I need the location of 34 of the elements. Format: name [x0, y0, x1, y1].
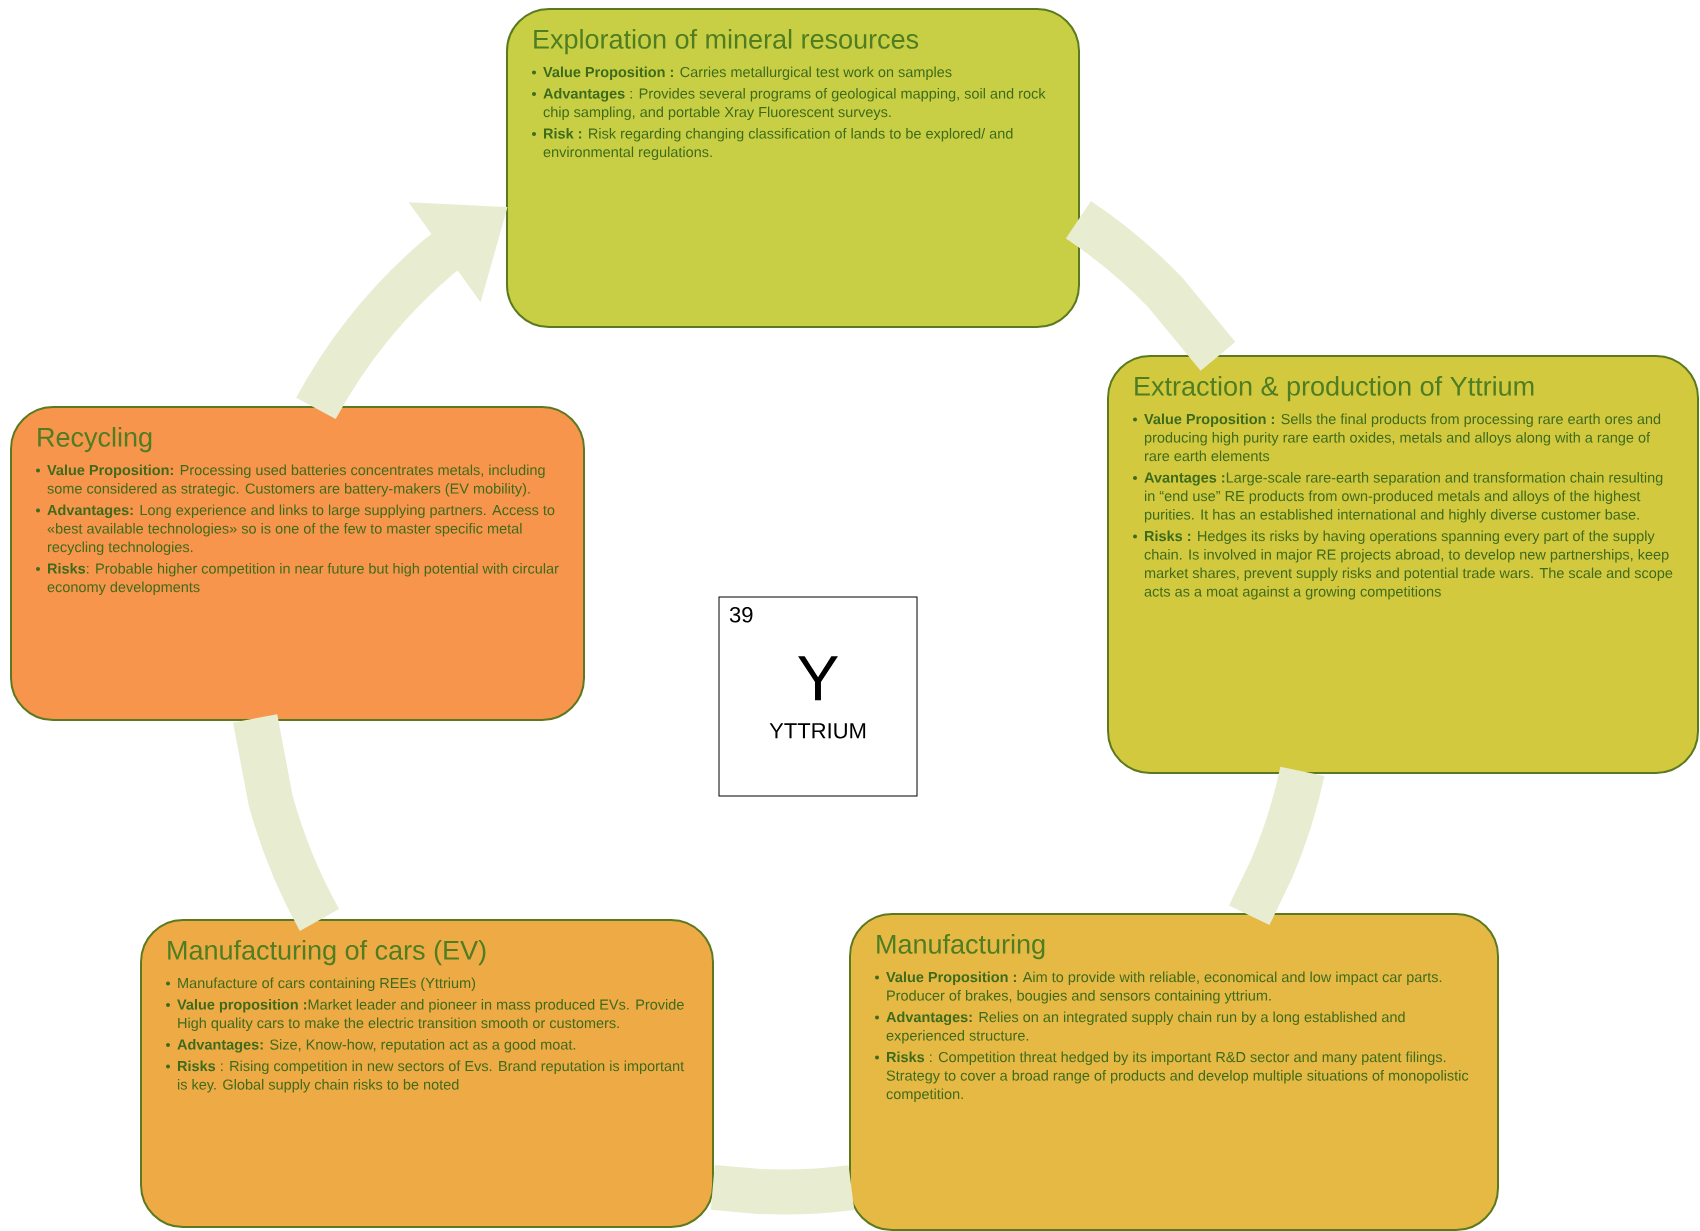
bullet-item: Value Proposition: Processing used batteries concentrates metals, including some considered as strategic. Customers are battery-makers (EV mobility). [36, 464, 545, 497]
bullet-item: Advantages : Provides several programs of geological mapping, soil and rock chip sampling, and portable Xray Fluorescent surveys. [532, 88, 1046, 121]
cycle-band [1228, 766, 1325, 925]
cycle-band [233, 714, 340, 931]
bullet-item: Risks : Hedges its risks by having operations spanning every part of the supply chain. Is involved in major RE projects abroad, to develop new partnerships, keep market shares, prevent supply risks and potential trade wars. The scale and scope acts as a moat against a growing competitions [1133, 530, 1673, 600]
box-title: Exploration of mineral resources [534, 28, 919, 55]
bullet-item: Value Proposition : Sells the final products from processing rare earth ores and producing high purity rare earth oxides, metals and alloys along with a range of rare earth elements [1133, 413, 1661, 462]
box-title: Recycling [38, 426, 152, 453]
bullet-item: Risks : Competition threat hedged by its important R&D sector and many patent filings. Strategy to cover a broad range of products and develop multiple situations of monopolistic competition. [875, 1051, 1469, 1103]
bullet-item: Risk : Risk regarding changing classification of lands to be explored/ and environmental regulations. [532, 128, 1013, 161]
stage-box [140, 919, 714, 1228]
box-title: Manufacturing of cars (EV) [168, 939, 486, 966]
atomic-number: 39 [729, 606, 753, 623]
bullet-item: Value Proposition : Aim to provide with reliable, economical and low impact car parts. Producer of brakes, bougies and sensors containing yttrium. [875, 971, 1442, 1004]
element-name: YTTRIUM [769, 723, 866, 739]
bullet-item: Avantages :Large-scale rare-earth separation and transformation chain resulting in “end use” RE products from own-produced metals and alloys of the highest purities. It has an established international and highly diverse customer base. [1133, 472, 1663, 523]
cycle-band [710, 1164, 855, 1215]
bullet-item: Risks : Rising competition in new sectors of Evs. Brand reputation is important is key. Global supply chain risks to be noted [166, 1060, 685, 1093]
box-title: Manufacturing [877, 934, 1045, 960]
bullet-item: Advantages: Size, Know-how, reputation act as a good moat. [166, 1039, 576, 1053]
bullet-item: Advantages: Long experience and links to large supplying partners. Access to «best available technologies» so is one of the few to master specific metal recycling technologies. [36, 504, 555, 556]
bullet-item: Risks: Probable higher competition in near future but high potential with circular economy developments [36, 563, 559, 596]
bullet-item: Advantages: Relies on an integrated supply chain run by a long established and experienced structure. [875, 1011, 1405, 1044]
bullet-item: Value Proposition : Carries metallurgical test work on samples [532, 66, 952, 81]
cycle-band [1065, 201, 1236, 371]
bullet-item: Value proposition :Market leader and pioneer in mass produced EVs. Provide High quality cars to make the electric transition smooth or customers. [166, 999, 684, 1032]
element-symbol: Y [798, 656, 838, 701]
box-title: Extraction & production of Yttrium [1135, 375, 1534, 402]
element-tile [718, 596, 918, 797]
stage-box [10, 406, 585, 721]
stage-box [506, 8, 1080, 328]
stage-box [849, 913, 1499, 1231]
stage-box [1107, 355, 1699, 774]
bullet-item: Manufacture of cars containing REEs (Yttrium) [166, 977, 476, 992]
